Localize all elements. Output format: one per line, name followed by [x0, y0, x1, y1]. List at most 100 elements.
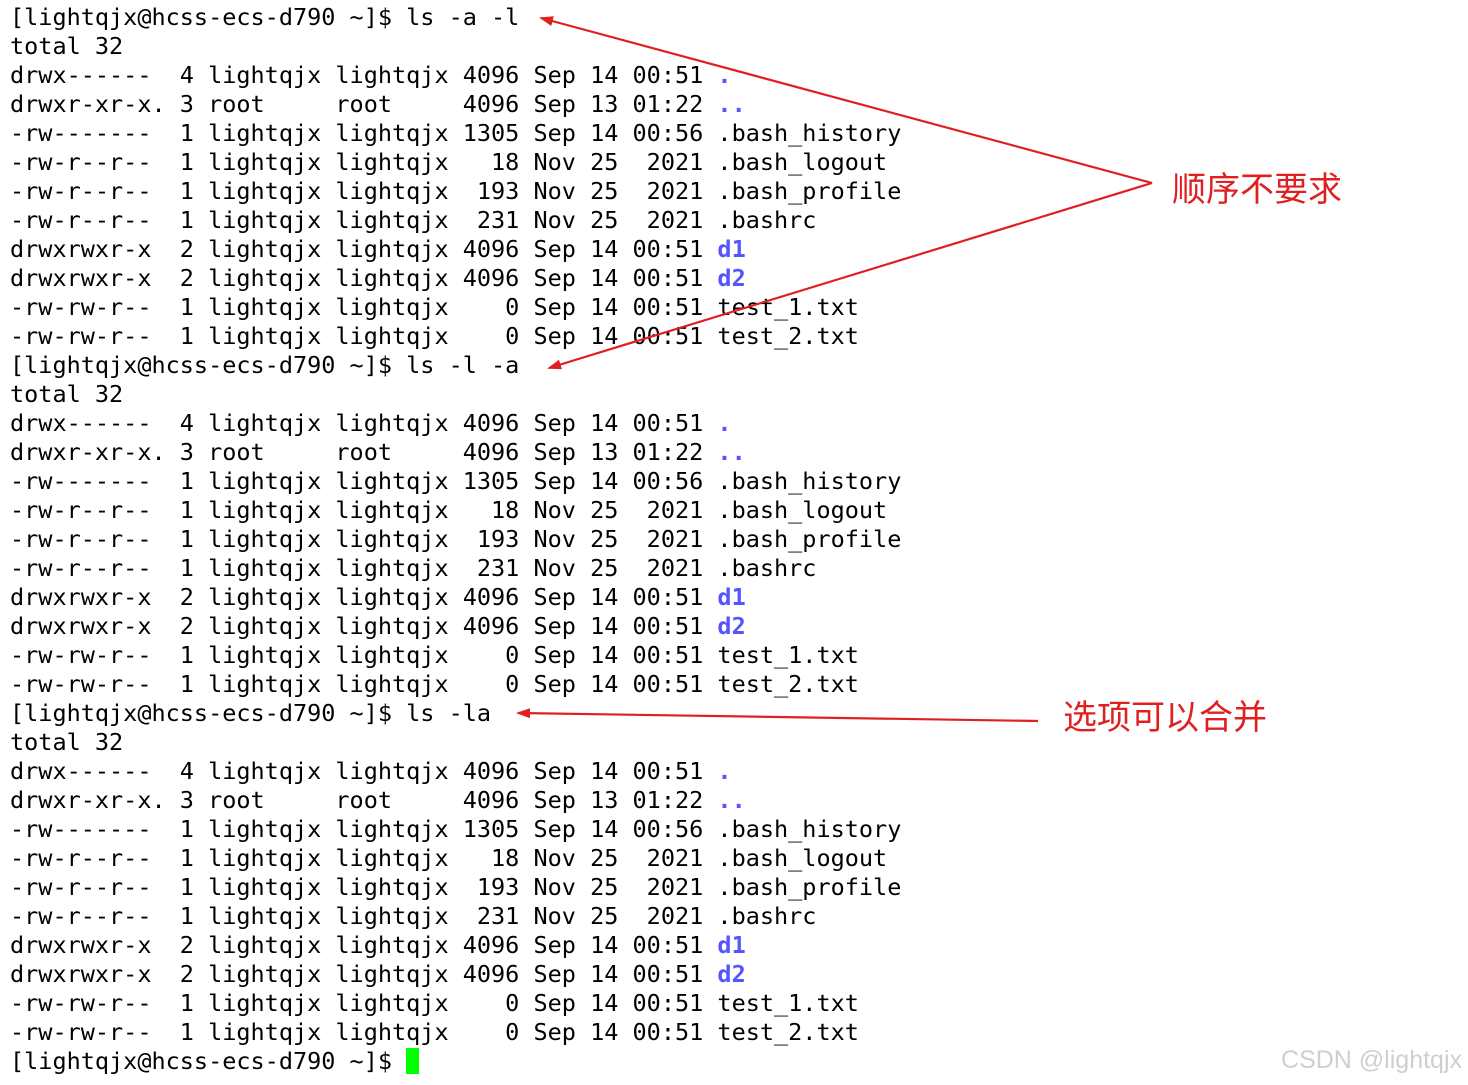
entry-meta: drwxrwxr-x 2 lightqjx lightqjx 4096 Sep … — [10, 264, 718, 292]
listing-row: -rw-rw-r-- 1 lightqjx lightqjx 0 Sep 14 … — [10, 1018, 1010, 1047]
entry-meta: -rw-rw-r-- 1 lightqjx lightqjx 0 Sep 14 … — [10, 989, 718, 1017]
listing-row: -rw-r--r-- 1 lightqjx lightqjx 18 Nov 25… — [10, 844, 1010, 873]
entry-meta: -rw-rw-r-- 1 lightqjx lightqjx 0 Sep 14 … — [10, 670, 718, 698]
listing-row: drwxrwxr-x 2 lightqjx lightqjx 4096 Sep … — [10, 583, 1010, 612]
listing-row: -rw-r--r-- 1 lightqjx lightqjx 231 Nov 2… — [10, 554, 1010, 583]
file-name: test_2.txt — [717, 1018, 859, 1046]
listing-row: drwxr-xr-x. 3 root root 4096 Sep 13 01:2… — [10, 438, 1010, 467]
listing-row: -rw------- 1 lightqjx lightqjx 1305 Sep … — [10, 815, 1010, 844]
entry-meta: -rw------- 1 lightqjx lightqjx 1305 Sep … — [10, 467, 718, 495]
listing-row: -rw-r--r-- 1 lightqjx lightqjx 193 Nov 2… — [10, 525, 1010, 554]
listing-row: -rw-r--r-- 1 lightqjx lightqjx 18 Nov 25… — [10, 148, 1010, 177]
listing-row: -rw-r--r-- 1 lightqjx lightqjx 193 Nov 2… — [10, 177, 1010, 206]
file-name: .bashrc — [717, 554, 817, 582]
directory-name: d1 — [717, 583, 746, 611]
entry-meta: drwx------ 4 lightqjx lightqjx 4096 Sep … — [10, 61, 718, 89]
entry-meta: -rw-r--r-- 1 lightqjx lightqjx 193 Nov 2… — [10, 525, 718, 553]
listing-row: -rw-rw-r-- 1 lightqjx lightqjx 0 Sep 14 … — [10, 293, 1010, 322]
entry-meta: drwxrwxr-x 2 lightqjx lightqjx 4096 Sep … — [10, 583, 718, 611]
directory-name: d2 — [717, 960, 746, 988]
total-line: total 32 — [10, 728, 124, 756]
entry-meta: -rw-r--r-- 1 lightqjx lightqjx 18 Nov 25… — [10, 148, 718, 176]
entry-meta: -rw------- 1 lightqjx lightqjx 1305 Sep … — [10, 815, 718, 843]
listing-row: -rw-rw-r-- 1 lightqjx lightqjx 0 Sep 14 … — [10, 670, 1010, 699]
file-name: test_1.txt — [717, 641, 859, 669]
file-name: .bash_history — [717, 467, 902, 495]
entry-meta: -rw-r--r-- 1 lightqjx lightqjx 231 Nov 2… — [10, 554, 718, 582]
listing-row: -rw-r--r-- 1 lightqjx lightqjx 231 Nov 2… — [10, 206, 1010, 235]
total-line: total 32 — [10, 380, 124, 408]
directory-name: d1 — [717, 931, 746, 959]
entry-meta: -rw-r--r-- 1 lightqjx lightqjx 193 Nov 2… — [10, 873, 718, 901]
directory-name: .. — [717, 786, 746, 814]
listing-row: drwxr-xr-x. 3 root root 4096 Sep 13 01:2… — [10, 786, 1010, 815]
listing-row: -rw------- 1 lightqjx lightqjx 1305 Sep … — [10, 119, 1010, 148]
listing-row: -rw-rw-r-- 1 lightqjx lightqjx 0 Sep 14 … — [10, 989, 1010, 1018]
listing-row: drwxrwxr-x 2 lightqjx lightqjx 4096 Sep … — [10, 264, 1010, 293]
file-name: test_1.txt — [717, 293, 859, 321]
entry-meta: drwxrwxr-x 2 lightqjx lightqjx 4096 Sep … — [10, 931, 718, 959]
file-name: .bashrc — [717, 206, 817, 234]
entry-meta: drwxr-xr-x. 3 root root 4096 Sep 13 01:2… — [10, 90, 718, 118]
total-line: total 32 — [10, 32, 124, 60]
file-name: test_2.txt — [717, 322, 859, 350]
command-line: [lightqjx@hcss-ecs-d790 ~]$ ls -a -l — [10, 3, 520, 31]
entry-meta: drwx------ 4 lightqjx lightqjx 4096 Sep … — [10, 757, 718, 785]
command-line: [lightqjx@hcss-ecs-d790 ~]$ ls -l -a — [10, 351, 520, 379]
listing-row: drwx------ 4 lightqjx lightqjx 4096 Sep … — [10, 409, 1010, 438]
shell-prompt: [lightqjx@hcss-ecs-d790 ~]$ — [10, 1047, 407, 1075]
file-name: .bash_history — [717, 119, 902, 147]
file-name: .bash_logout — [717, 496, 888, 524]
directory-name: . — [717, 409, 732, 437]
directory-name: . — [717, 61, 732, 89]
entry-meta: -rw-r--r-- 1 lightqjx lightqjx 231 Nov 2… — [10, 902, 718, 930]
entry-meta: -rw-r--r-- 1 lightqjx lightqjx 18 Nov 25… — [10, 496, 718, 524]
file-name: .bash_profile — [717, 873, 902, 901]
entry-meta: drwxr-xr-x. 3 root root 4096 Sep 13 01:2… — [10, 786, 718, 814]
file-name: .bash_logout — [717, 148, 888, 176]
entry-meta: drwxrwxr-x 2 lightqjx lightqjx 4096 Sep … — [10, 960, 718, 988]
directory-name: d2 — [717, 264, 746, 292]
listing-row: drwxrwxr-x 2 lightqjx lightqjx 4096 Sep … — [10, 960, 1010, 989]
listing-row: -rw------- 1 lightqjx lightqjx 1305 Sep … — [10, 467, 1010, 496]
listing-row: -rw-r--r-- 1 lightqjx lightqjx 231 Nov 2… — [10, 902, 1010, 931]
entry-meta: -rw-rw-r-- 1 lightqjx lightqjx 0 Sep 14 … — [10, 1018, 718, 1046]
entry-meta: -rw------- 1 lightqjx lightqjx 1305 Sep … — [10, 119, 718, 147]
entry-meta: -rw-rw-r-- 1 lightqjx lightqjx 0 Sep 14 … — [10, 641, 718, 669]
active-prompt-line: [lightqjx@hcss-ecs-d790 ~]$ — [10, 1047, 1010, 1076]
directory-name: d2 — [717, 612, 746, 640]
directory-name: .. — [717, 438, 746, 466]
entry-meta: drwx------ 4 lightqjx lightqjx 4096 Sep … — [10, 409, 718, 437]
listing-row: -rw-rw-r-- 1 lightqjx lightqjx 0 Sep 14 … — [10, 641, 1010, 670]
annotation-order-not-required: 顺序不要求 — [1172, 170, 1342, 210]
command-line: [lightqjx@hcss-ecs-d790 ~]$ ls -la — [10, 699, 492, 727]
listing-row: drwx------ 4 lightqjx lightqjx 4096 Sep … — [10, 757, 1010, 786]
listing-row: drwxrwxr-x 2 lightqjx lightqjx 4096 Sep … — [10, 931, 1010, 960]
directory-name: . — [717, 757, 732, 785]
directory-name: .. — [717, 90, 746, 118]
entry-meta: -rw-r--r-- 1 lightqjx lightqjx 18 Nov 25… — [10, 844, 718, 872]
listing-row: -rw-r--r-- 1 lightqjx lightqjx 18 Nov 25… — [10, 496, 1010, 525]
listing-row: -rw-r--r-- 1 lightqjx lightqjx 193 Nov 2… — [10, 873, 1010, 902]
file-name: test_2.txt — [717, 670, 859, 698]
entry-meta: drwxrwxr-x 2 lightqjx lightqjx 4096 Sep … — [10, 235, 718, 263]
entry-meta: -rw-r--r-- 1 lightqjx lightqjx 231 Nov 2… — [10, 206, 718, 234]
listing-row: drwxrwxr-x 2 lightqjx lightqjx 4096 Sep … — [10, 612, 1010, 641]
file-name: test_1.txt — [717, 989, 859, 1017]
entry-meta: -rw-rw-r-- 1 lightqjx lightqjx 0 Sep 14 … — [10, 322, 718, 350]
file-name: .bash_profile — [717, 525, 902, 553]
terminal-cursor[interactable] — [406, 1048, 420, 1074]
listing-row: drwxr-xr-x. 3 root root 4096 Sep 13 01:2… — [10, 90, 1010, 119]
entry-meta: -rw-r--r-- 1 lightqjx lightqjx 193 Nov 2… — [10, 177, 718, 205]
entry-meta: drwxrwxr-x 2 lightqjx lightqjx 4096 Sep … — [10, 612, 718, 640]
file-name: .bashrc — [717, 902, 817, 930]
listing-row: drwx------ 4 lightqjx lightqjx 4096 Sep … — [10, 61, 1010, 90]
annotation-options-combinable: 选项可以合并 — [1063, 698, 1267, 738]
file-name: .bash_logout — [717, 844, 888, 872]
csdn-watermark: CSDN @lightqjx — [1281, 1046, 1462, 1074]
listing-row: drwxrwxr-x 2 lightqjx lightqjx 4096 Sep … — [10, 235, 1010, 264]
directory-name: d1 — [717, 235, 746, 263]
file-name: .bash_history — [717, 815, 902, 843]
entry-meta: -rw-rw-r-- 1 lightqjx lightqjx 0 Sep 14 … — [10, 293, 718, 321]
